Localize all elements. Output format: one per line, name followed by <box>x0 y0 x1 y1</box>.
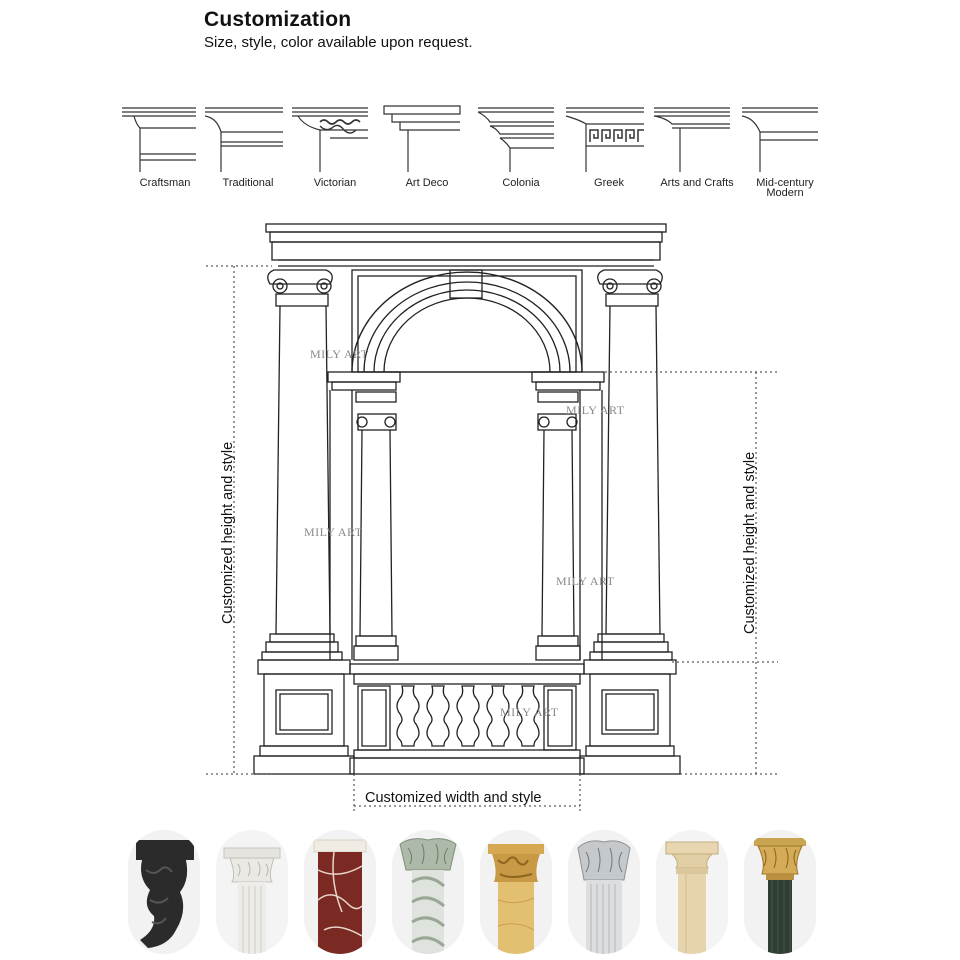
balusters <box>396 685 540 747</box>
red-column-image <box>304 830 376 954</box>
watermark: MILY ART <box>500 705 559 719</box>
sample-red-marble[interactable] <box>304 830 376 954</box>
grey-column-image <box>568 830 640 954</box>
right-capital <box>597 269 663 285</box>
page-title: Customization <box>204 8 352 31</box>
craftsman-profile-icon <box>122 107 196 172</box>
style-label: Greek <box>594 177 624 189</box>
outer-arch <box>351 271 583 373</box>
greek-key-profile-icon <box>565 107 644 172</box>
cornice-band <box>271 241 661 261</box>
style-item-arts-and-crafts[interactable]: Arts and Crafts <box>652 98 742 208</box>
green-gold-column-image <box>744 830 816 954</box>
keystone <box>449 269 483 299</box>
white-capital-image <box>216 830 288 954</box>
sample-twisted-column[interactable] <box>392 830 464 954</box>
watermark: MILY ART <box>310 347 369 361</box>
victorian-profile-icon <box>292 107 368 172</box>
watermark: MILY ART <box>304 525 363 539</box>
width-label: Customized width and style <box>365 790 542 806</box>
yellow-capital-image <box>480 830 552 954</box>
style-item-craftsman[interactable]: Craftsman <box>120 98 210 208</box>
style-item-traditional[interactable]: Traditional <box>203 98 293 208</box>
style-label: Victorian <box>313 177 357 189</box>
moulding-styles-strip: Craftsman Traditional Victorian <box>60 98 880 208</box>
sample-green-gold[interactable] <box>744 830 816 954</box>
right-pedestal-cap <box>583 659 677 675</box>
style-label: Colonia <box>502 177 540 189</box>
arts-crafts-profile-icon <box>653 107 730 172</box>
style-item-victorian[interactable]: Victorian <box>290 98 380 208</box>
balustrade-rail <box>349 663 585 675</box>
art-deco-profile-icon <box>383 105 461 172</box>
sample-yellow-travertine[interactable] <box>480 830 552 954</box>
style-label: Craftsman <box>139 177 191 189</box>
twisted-column-image <box>392 830 464 954</box>
mid-century-profile-icon <box>741 107 818 172</box>
watermark: MILY ART <box>556 574 615 588</box>
sample-white-corinthian[interactable] <box>216 830 288 954</box>
page-subtitle: Size, style, color available upon reques… <box>204 34 473 51</box>
sample-beige-doric[interactable] <box>656 830 728 954</box>
inner-left-column <box>359 429 393 637</box>
left-pedestal-cap <box>257 659 351 675</box>
material-samples <box>128 830 828 954</box>
watermark: MILY ART <box>566 403 625 417</box>
style-item-greek[interactable]: Greek <box>564 98 654 208</box>
arch-panel <box>351 269 583 373</box>
style-item-colonial[interactable]: Colonia <box>476 98 566 208</box>
sample-black-marble-bracket[interactable] <box>128 830 200 954</box>
style-label: Mid-century Modern <box>756 177 814 199</box>
height-label-right: Customized height and style <box>742 451 758 634</box>
style-label: Traditional <box>222 177 274 189</box>
style-item-mid-century-modern[interactable]: Mid-century Modern <box>740 98 830 208</box>
cornice-top <box>265 223 667 233</box>
height-label-left: Customized height and style <box>220 441 236 624</box>
colonial-profile-icon <box>477 107 554 172</box>
sample-grey-fluted[interactable] <box>568 830 640 954</box>
black-bracket-image <box>128 830 200 954</box>
style-label: Art Deco <box>405 177 449 189</box>
style-item-art-deco[interactable]: Art Deco <box>382 98 472 208</box>
traditional-profile-icon <box>204 107 283 172</box>
left-capital <box>267 269 333 285</box>
style-label: Arts and Crafts <box>660 177 734 189</box>
inner-right-column <box>541 429 575 637</box>
beige-column-image <box>656 830 728 954</box>
